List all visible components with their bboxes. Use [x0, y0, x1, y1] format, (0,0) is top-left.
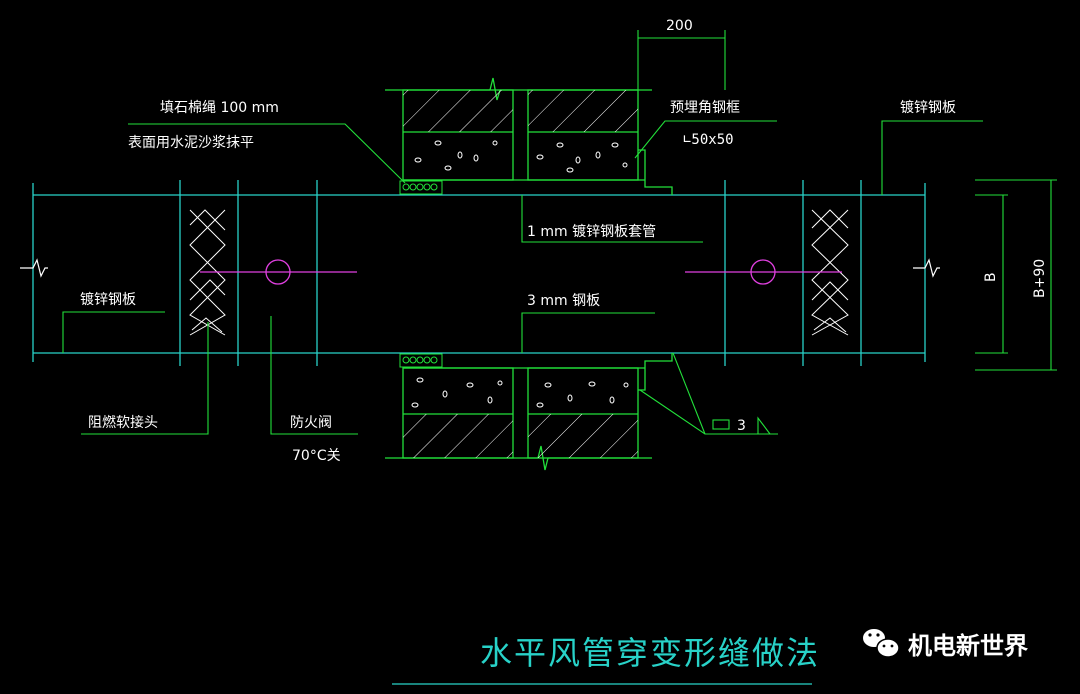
duct	[32, 180, 926, 366]
label-fire-damper-temp: 70°C关	[292, 448, 341, 464]
label-angle-size: ∟50x50	[683, 132, 734, 148]
fire-damper-right	[750, 259, 776, 285]
label-cement-finish: 表面用水泥沙浆抹平	[128, 135, 254, 151]
label-sleeve: 1 mm 镀锌钢板套管	[527, 223, 656, 240]
label-flex-joint: 阻燃软接头	[88, 414, 158, 431]
label-dim-b: B	[983, 272, 999, 282]
asbestos-rope	[399, 180, 443, 368]
bottom-wall-aggregate	[411, 377, 629, 408]
label-galv-plate-right: 镀锌钢板	[900, 99, 956, 116]
label-asbestos-rope: 填石棉绳 100 mm	[160, 99, 279, 116]
fire-damper-left	[265, 259, 291, 285]
leader-lines	[62, 30, 1057, 435]
label-galv-plate-left: 镀锌钢板	[80, 291, 136, 308]
flex-joint-right	[811, 209, 849, 336]
top-wall-hatch	[403, 90, 638, 132]
label-dim-b90: B+90	[1032, 259, 1048, 298]
watermark-brand: 机电新世界	[908, 632, 1028, 660]
top-wall-aggregate	[414, 140, 628, 173]
label-plate-3mm: 3 mm 钢板	[527, 293, 600, 309]
diagram-title: 水平风管穿变形缝做法	[480, 634, 820, 672]
label-weld: 3	[737, 418, 746, 434]
label-embedded-frame: 预埋角钢框	[670, 100, 740, 116]
flex-joint-left	[189, 209, 226, 336]
label-fire-damper: 防火阀	[290, 415, 332, 431]
wechat-icon	[863, 629, 900, 658]
break-symbols	[20, 258, 940, 278]
bottom-wall-hatch	[403, 414, 638, 458]
dimension-200: 200	[666, 18, 693, 34]
